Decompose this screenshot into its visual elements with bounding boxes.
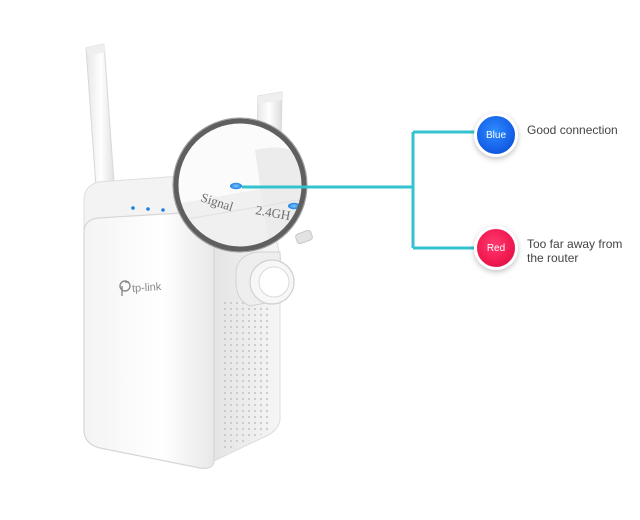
left-antenna <box>85 43 117 215</box>
tp-link-logo-icon <box>119 280 131 296</box>
red-status-badge: Red <box>474 226 518 270</box>
too-far-text: Too far away from the router <box>527 237 623 265</box>
led-power-dot <box>131 206 135 210</box>
good-connection-text: Good connection <box>527 123 618 137</box>
band-label: 2.4GH <box>254 202 291 223</box>
led-wps-dot <box>146 207 150 211</box>
magnifier-lens: Signal 2.4GH <box>172 117 308 253</box>
blue-status-badge: Blue <box>474 113 518 157</box>
plug-knob <box>235 229 313 307</box>
callout-connector <box>242 130 478 250</box>
led-signal-dot <box>161 208 165 212</box>
band-led <box>288 202 300 210</box>
brand-logo-text: tp-link <box>131 280 162 296</box>
signal-led <box>230 182 242 190</box>
vent-grille <box>222 292 272 452</box>
body-front <box>83 211 215 469</box>
